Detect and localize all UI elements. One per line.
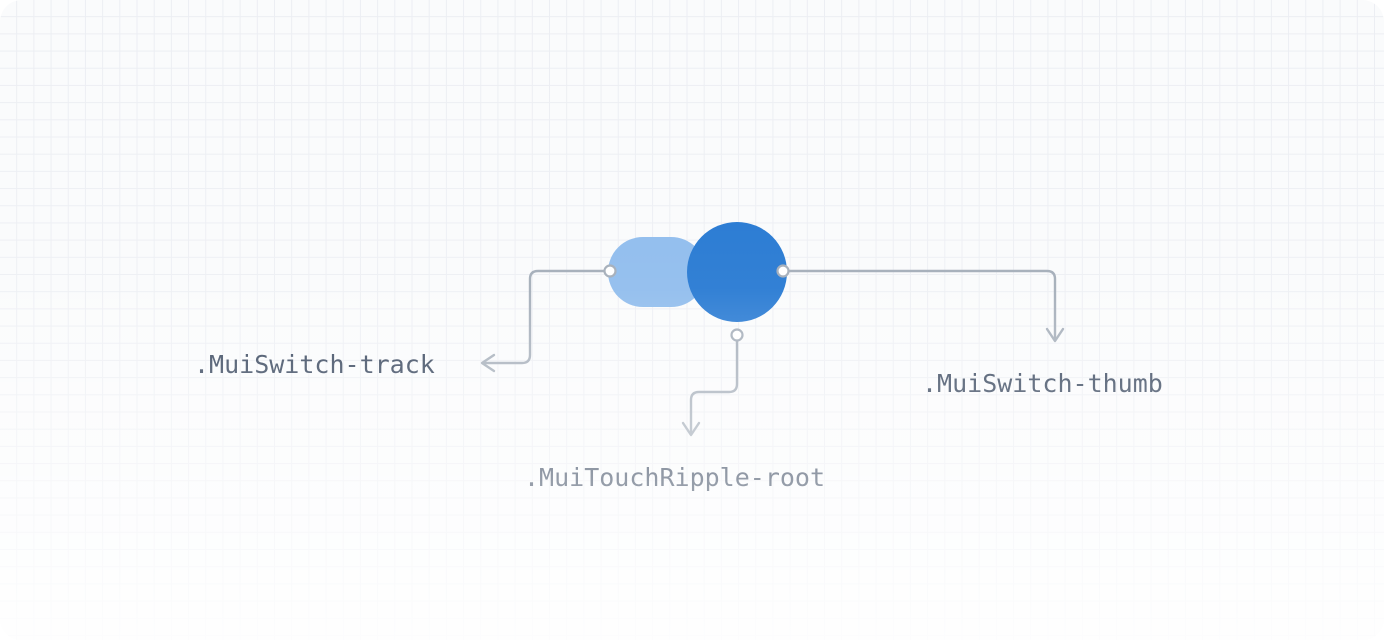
label-mui-switch-track: .MuiSwitch-track bbox=[194, 350, 435, 379]
label-mui-touch-ripple-root: .MuiTouchRipple-root bbox=[524, 463, 826, 492]
label-mui-switch-thumb: .MuiSwitch-thumb bbox=[922, 369, 1163, 398]
switch-thumb-shape[interactable] bbox=[687, 222, 787, 322]
